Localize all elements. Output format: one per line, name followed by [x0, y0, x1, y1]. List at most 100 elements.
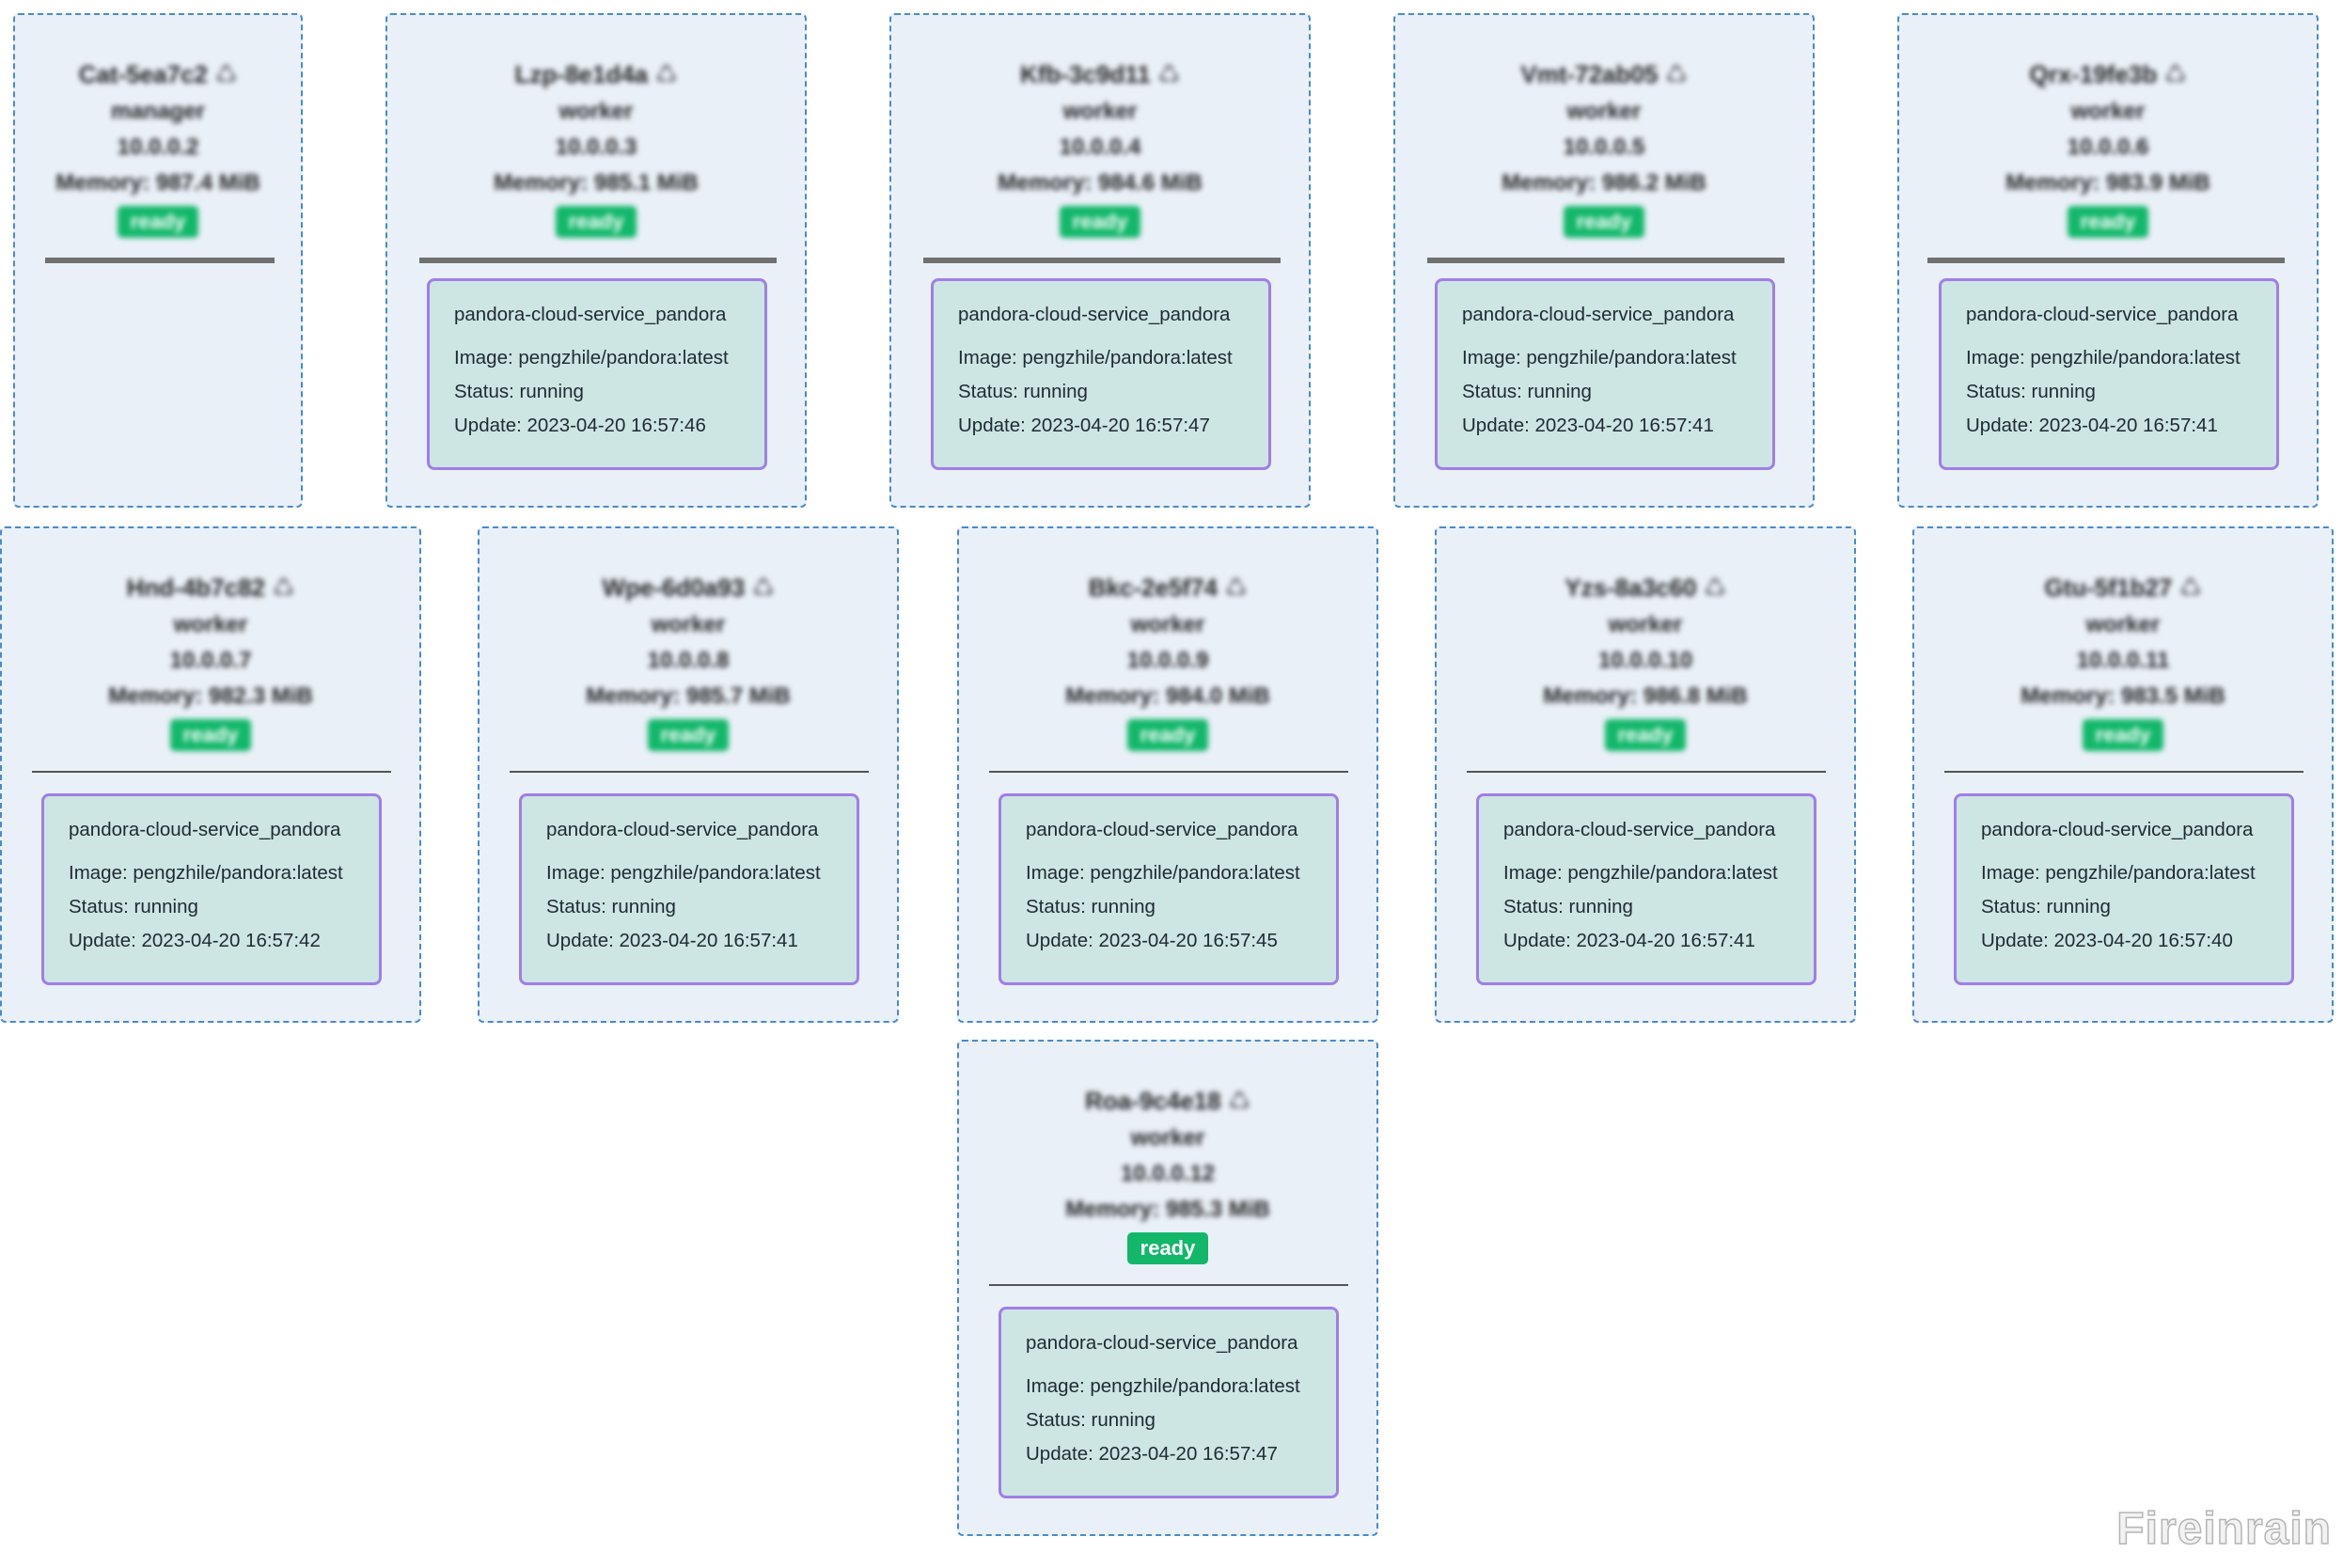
- node-card: Wpe-6d0a93♺ worker 10.0.0.8 Memory: 985.…: [478, 526, 899, 1023]
- node-ip: 10.0.0.10: [1597, 648, 1693, 673]
- service-image: Image: pengzhile/pandora:latest: [546, 862, 821, 884]
- service-status: Status: running: [1503, 896, 1633, 917]
- node-card: Roa-9c4e18♺ worker 10.0.0.12 Memory: 985…: [957, 1040, 1378, 1536]
- node-memory: Memory: 983.9 MiB: [2005, 170, 2210, 196]
- service-image: Image: pengzhile/pandora:latest: [69, 862, 343, 884]
- service-image: Image: pengzhile/pandora:latest: [1981, 862, 2256, 884]
- service-update: Update: 2023-04-20 16:57:40: [1981, 930, 2233, 951]
- node-ip: 10.0.0.9: [1126, 648, 1209, 673]
- service-update: Update: 2023-04-20 16:57:45: [1026, 930, 1278, 951]
- service-name: pandora-cloud-service_pandora: [1026, 1332, 1298, 1354]
- node-info: Cat-5ea7c2♺ manager 10.0.0.2 Memory: 987…: [15, 60, 301, 238]
- recycle-icon: ♺: [1157, 60, 1181, 88]
- service-card[interactable]: pandora-cloud-service_pandora Image: pen…: [1476, 793, 1816, 985]
- service-status: Status: running: [1026, 1409, 1156, 1431]
- service-image: Image: pengzhile/pandora:latest: [1026, 1375, 1300, 1397]
- node-header: Kfb-3c9d11♺ worker 10.0.0.4 Memory: 984.…: [891, 15, 1309, 238]
- node-memory: Memory: 984.0 MiB: [1065, 683, 1270, 709]
- service-update: Update: 2023-04-20 16:57:41: [546, 930, 798, 951]
- service-card[interactable]: pandora-cloud-service_pandora Image: pen…: [427, 278, 767, 470]
- node-role: worker: [1130, 612, 1205, 637]
- node-card: Qrx-19fe3b♺ worker 10.0.0.6 Memory: 983.…: [1897, 13, 2319, 508]
- node-name: Bkc-2e5f74♺: [1088, 573, 1248, 602]
- node-header: Yzs-8a3c60♺ worker 10.0.0.10 Memory: 986…: [1437, 528, 1854, 751]
- node-memory: Memory: 986.8 MiB: [1543, 683, 1748, 709]
- status-badge: ready: [1563, 206, 1645, 238]
- node-name: Gtu-5f1b27♺: [2044, 573, 2202, 602]
- service-card[interactable]: pandora-cloud-service_pandora Image: pen…: [1939, 278, 2279, 470]
- node-name: Kfb-3c9d11♺: [1019, 60, 1181, 88]
- node-header: Gtu-5f1b27♺ worker 10.0.0.11 Memory: 983…: [1914, 528, 2332, 751]
- node-divider: [1467, 771, 1826, 773]
- watermark-logo: Fireinrain: [2116, 1503, 2332, 1555]
- recycle-icon: ♺: [1665, 60, 1688, 88]
- service-name: pandora-cloud-service_pandora: [1026, 819, 1298, 840]
- recycle-icon: ♺: [273, 573, 295, 602]
- recycle-icon: ♺: [1704, 573, 1726, 602]
- service-card[interactable]: pandora-cloud-service_pandora Image: pen…: [931, 278, 1271, 470]
- node-divider: [923, 258, 1281, 263]
- node-card: Yzs-8a3c60♺ worker 10.0.0.10 Memory: 986…: [1435, 526, 1856, 1023]
- service-status: Status: running: [454, 381, 584, 402]
- service-card[interactable]: pandora-cloud-service_pandora Image: pen…: [41, 793, 382, 985]
- node-info: Gtu-5f1b27♺ worker 10.0.0.11 Memory: 983…: [1914, 573, 2332, 751]
- node-name: Vmt-72ab05♺: [1520, 60, 1688, 88]
- node-header: Roa-9c4e18♺ worker 10.0.0.12 Memory: 985…: [959, 1042, 1376, 1264]
- recycle-icon: ♺: [752, 573, 775, 602]
- node-ip: 10.0.0.3: [555, 134, 637, 160]
- service-card[interactable]: pandora-cloud-service_pandora Image: pen…: [1954, 793, 2294, 985]
- recycle-icon: ♺: [655, 60, 678, 88]
- status-badge: ready: [1126, 1232, 1209, 1264]
- node-card: Vmt-72ab05♺ worker 10.0.0.5 Memory: 986.…: [1393, 13, 1815, 508]
- service-update: Update: 2023-04-20 16:57:42: [69, 930, 321, 951]
- node-card: Bkc-2e5f74♺ worker 10.0.0.9 Memory: 984.…: [957, 526, 1378, 1023]
- service-image: Image: pengzhile/pandora:latest: [1503, 862, 1778, 884]
- recycle-icon: ♺: [2179, 573, 2202, 602]
- node-info: Yzs-8a3c60♺ worker 10.0.0.10 Memory: 986…: [1437, 573, 1854, 751]
- service-card[interactable]: pandora-cloud-service_pandora Image: pen…: [519, 793, 859, 985]
- node-memory: Memory: 985.1 MiB: [494, 170, 699, 196]
- status-badge: ready: [2082, 719, 2164, 751]
- node-divider: [989, 1284, 1348, 1286]
- node-divider: [1944, 771, 2304, 773]
- node-memory: Memory: 983.5 MiB: [2021, 683, 2225, 709]
- service-status: Status: running: [1462, 381, 1592, 402]
- node-name: Yzs-8a3c60♺: [1565, 573, 1726, 602]
- status-badge: ready: [2067, 206, 2149, 238]
- node-memory: Memory: 982.3 MiB: [108, 683, 313, 709]
- service-status: Status: running: [1981, 896, 2111, 917]
- node-divider: [989, 771, 1348, 773]
- node-header: Wpe-6d0a93♺ worker 10.0.0.8 Memory: 985.…: [480, 528, 897, 751]
- node-info: Vmt-72ab05♺ worker 10.0.0.5 Memory: 986.…: [1395, 60, 1813, 238]
- node-name: Cat-5ea7c2♺: [78, 60, 238, 88]
- recycle-icon: ♺: [1228, 1087, 1250, 1115]
- service-name: pandora-cloud-service_pandora: [958, 304, 1231, 325]
- node-header: Lzp-8e1d4a♺ worker 10.0.0.3 Memory: 985.…: [387, 15, 805, 238]
- service-image: Image: pengzhile/pandora:latest: [1026, 862, 1300, 884]
- service-status: Status: running: [1966, 381, 2096, 402]
- service-card[interactable]: pandora-cloud-service_pandora Image: pen…: [1435, 278, 1775, 470]
- node-ip: 10.0.0.4: [1059, 134, 1141, 160]
- node-header: Qrx-19fe3b♺ worker 10.0.0.6 Memory: 983.…: [1899, 15, 2317, 238]
- service-image: Image: pengzhile/pandora:latest: [1966, 347, 2241, 368]
- service-name: pandora-cloud-service_pandora: [454, 304, 727, 325]
- service-name: pandora-cloud-service_pandora: [1981, 819, 2254, 840]
- node-ip: 10.0.0.6: [2067, 134, 2149, 160]
- service-update: Update: 2023-04-20 16:57:47: [1026, 1443, 1278, 1465]
- service-card[interactable]: pandora-cloud-service_pandora Image: pen…: [999, 1307, 1339, 1498]
- node-memory: Memory: 986.2 MiB: [1502, 170, 1706, 196]
- node-card: Gtu-5f1b27♺ worker 10.0.0.11 Memory: 983…: [1912, 526, 2334, 1023]
- node-name: Wpe-6d0a93♺: [602, 573, 775, 602]
- node-header: Bkc-2e5f74♺ worker 10.0.0.9 Memory: 984.…: [959, 528, 1376, 751]
- service-card[interactable]: pandora-cloud-service_pandora Image: pen…: [999, 793, 1339, 985]
- node-role: worker: [558, 99, 634, 124]
- service-name: pandora-cloud-service_pandora: [1462, 304, 1735, 325]
- node-name: Qrx-19fe3b♺: [2029, 60, 2187, 88]
- node-memory: Memory: 985.7 MiB: [586, 683, 791, 709]
- node-header: Hnd-4b7c82♺ worker 10.0.0.7 Memory: 982.…: [2, 528, 419, 751]
- service-update: Update: 2023-04-20 16:57:41: [1966, 415, 2218, 436]
- service-status: Status: running: [958, 381, 1088, 402]
- node-ip: 10.0.0.8: [647, 648, 730, 673]
- service-name: pandora-cloud-service_pandora: [1503, 819, 1776, 840]
- service-name: pandora-cloud-service_pandora: [1966, 304, 2239, 325]
